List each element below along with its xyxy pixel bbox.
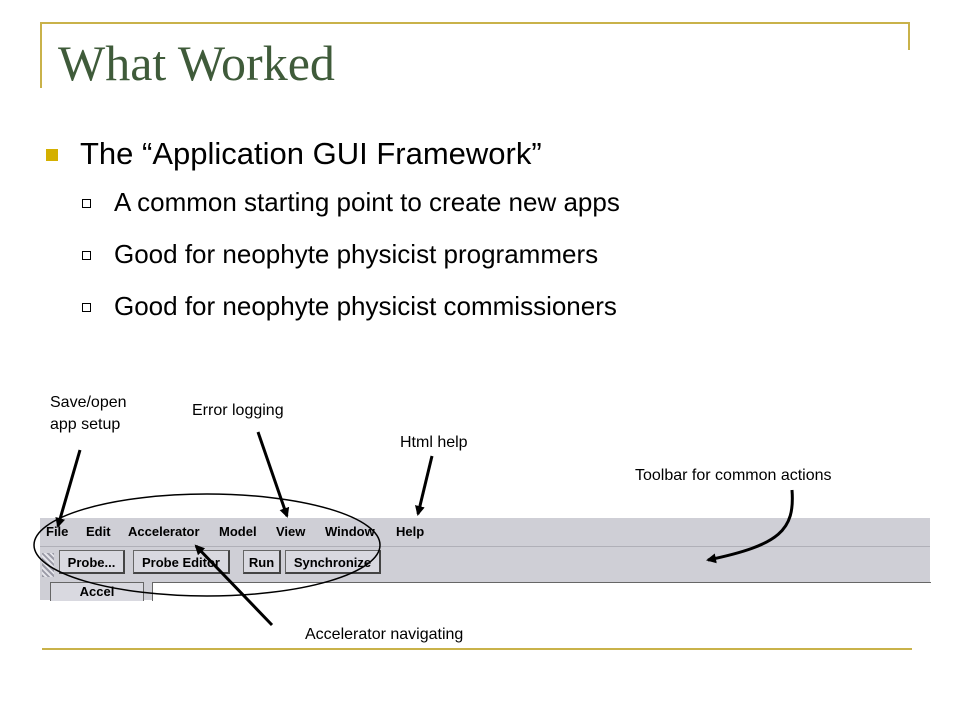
sub-bullet-text: A common starting point to create new ap… bbox=[114, 187, 620, 217]
sub-bullet: A common starting point to create new ap… bbox=[46, 176, 620, 228]
arrow-error-logging bbox=[256, 431, 290, 518]
content-pane bbox=[152, 582, 931, 601]
highlight-ellipse bbox=[33, 493, 381, 597]
hollow-square-bullet-icon bbox=[82, 251, 91, 260]
sub-bullet: Good for neophyte physicist programmers bbox=[46, 228, 620, 280]
bottom-rule bbox=[42, 648, 912, 650]
toolbar: Probe... Probe Editor Run Synchronize bbox=[40, 547, 930, 579]
menu-accelerator[interactable]: Accelerator bbox=[128, 524, 200, 539]
menu-model[interactable]: Model bbox=[219, 524, 257, 539]
arrow-html-help bbox=[415, 455, 434, 516]
annotation-accelerator: Accelerator navigating bbox=[305, 626, 464, 643]
top-rule bbox=[40, 22, 910, 24]
tab-accel[interactable]: Accel bbox=[50, 582, 144, 601]
annotation-toolbar: Toolbar for common actions bbox=[635, 467, 832, 484]
hollow-square-bullet-icon bbox=[82, 199, 91, 208]
tab-row: Accel bbox=[40, 580, 931, 601]
menu-edit[interactable]: Edit bbox=[86, 524, 111, 539]
annotation-save-open: Save/open app setup bbox=[50, 394, 127, 433]
arrow-toolbar bbox=[706, 489, 794, 564]
main-bullet-text: The “Application GUI Framework” bbox=[80, 136, 542, 171]
annotation-error-logging: Error logging bbox=[192, 402, 284, 419]
arrow-accelerator bbox=[194, 544, 274, 627]
arrow-save-open bbox=[55, 449, 82, 528]
right-rule bbox=[908, 22, 910, 50]
bullet-list: The “Application GUI Framework” A common… bbox=[46, 132, 620, 332]
synchronize-button[interactable]: Synchronize bbox=[285, 550, 381, 574]
annotation-html-help: Html help bbox=[400, 434, 468, 451]
hollow-square-bullet-icon bbox=[82, 303, 91, 312]
run-button[interactable]: Run bbox=[243, 550, 281, 574]
sub-bullet: Good for neophyte physicist commissioner… bbox=[46, 280, 620, 332]
square-bullet-icon bbox=[46, 149, 58, 161]
slide-title: What Worked bbox=[58, 35, 335, 91]
probe-editor-button[interactable]: Probe Editor bbox=[133, 550, 230, 574]
menu-view[interactable]: View bbox=[276, 524, 306, 539]
sub-bullet-list: A common starting point to create new ap… bbox=[46, 176, 620, 332]
sub-bullet-text: Good for neophyte physicist programmers bbox=[114, 239, 599, 269]
main-bullet: The “Application GUI Framework” bbox=[46, 132, 620, 176]
left-rule bbox=[40, 22, 42, 88]
menu-bar: File Edit Accelerator Model View Window … bbox=[40, 518, 930, 547]
menu-window[interactable]: Window bbox=[325, 524, 375, 539]
sub-bullet-text: Good for neophyte physicist commissioner… bbox=[114, 291, 617, 321]
probe-button[interactable]: Probe... bbox=[59, 550, 125, 574]
sub-bullet-group: A common starting point to create new ap… bbox=[46, 176, 620, 332]
menu-help[interactable]: Help bbox=[396, 524, 425, 539]
